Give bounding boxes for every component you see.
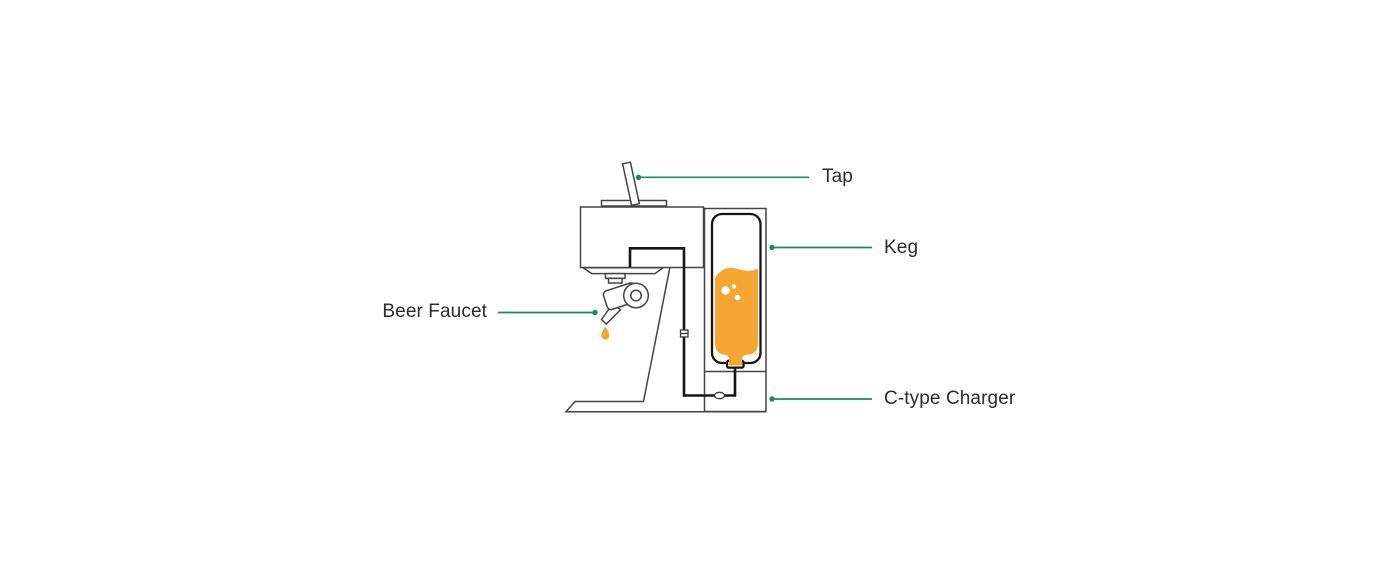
bubble-small — [731, 284, 737, 289]
machine-base — [564, 267, 766, 413]
leader-dot-tap — [635, 174, 642, 180]
tube-connector-square — [679, 329, 689, 338]
leader-beer-faucet — [498, 309, 598, 316]
label-beer-faucet: Beer Faucet — [382, 301, 487, 322]
label-tap: Tap — [822, 166, 853, 187]
label-c-type-charger: C-type Charger — [884, 388, 1016, 409]
leader-tap — [635, 174, 809, 180]
tube-connector-oval — [713, 391, 726, 400]
leader-charger — [769, 396, 872, 402]
leader-dot-keg — [769, 244, 775, 251]
faucet-shank — [607, 277, 623, 284]
beer-line-tube — [628, 247, 737, 397]
beer-drop — [601, 326, 610, 340]
tap-lever — [621, 161, 641, 207]
leader-dot-beer-faucet — [592, 309, 598, 316]
leader-keg — [769, 244, 872, 251]
label-keg: Keg — [884, 237, 919, 258]
body-funnel — [580, 267, 666, 275]
faucet-ring-inner — [629, 289, 643, 302]
bubble-large — [721, 286, 730, 295]
leader-dot-charger — [769, 396, 775, 402]
bubble-medium — [734, 294, 741, 301]
keg-liquid — [715, 267, 758, 366]
